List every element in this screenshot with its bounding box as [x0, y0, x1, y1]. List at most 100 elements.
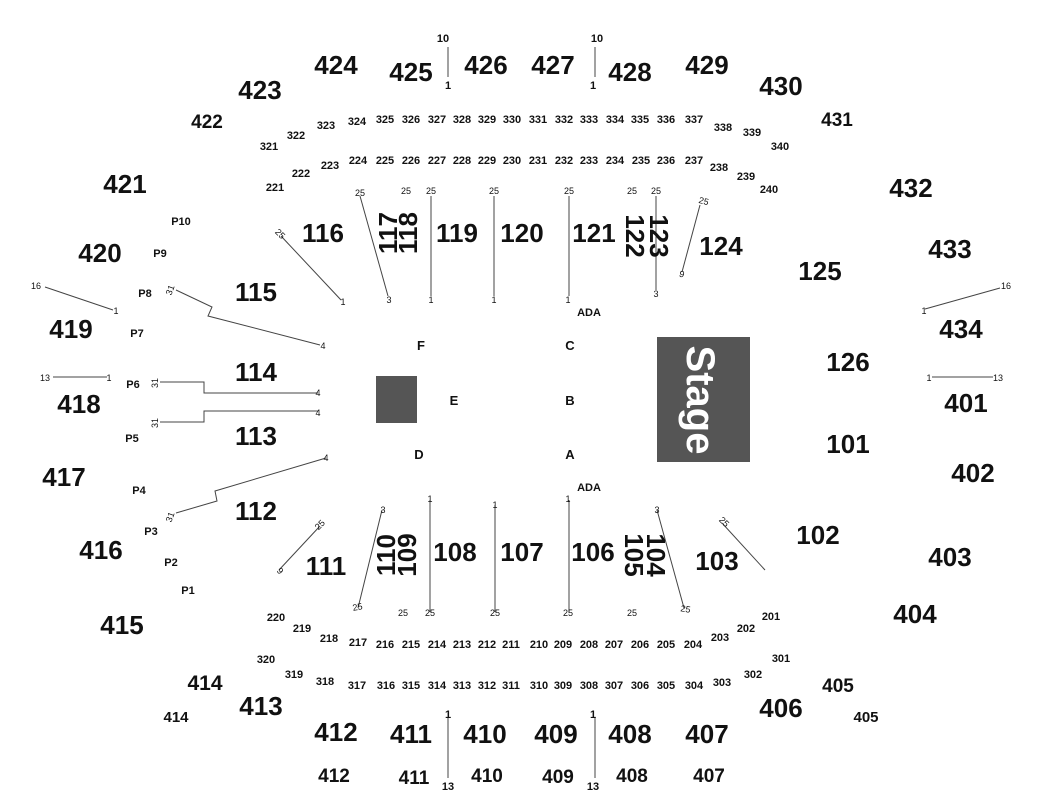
- section-107[interactable]: 107: [500, 537, 543, 567]
- section-414-lower[interactable]: 414: [163, 709, 189, 726]
- section-318[interactable]: 318: [316, 676, 334, 688]
- section-310[interactable]: 310: [530, 680, 548, 692]
- section-215[interactable]: 215: [402, 639, 420, 651]
- section-317[interactable]: 317: [348, 680, 366, 692]
- section-409-lower[interactable]: 409: [542, 767, 574, 788]
- floor-section-b[interactable]: B: [565, 393, 574, 408]
- section-206[interactable]: 206: [631, 639, 649, 651]
- section-211[interactable]: 211: [502, 639, 520, 651]
- section-337[interactable]: 337: [685, 114, 703, 126]
- section-321[interactable]: 321: [260, 141, 278, 153]
- section-120[interactable]: 120: [500, 218, 543, 248]
- section-309[interactable]: 309: [554, 680, 572, 692]
- section-204[interactable]: 204: [684, 639, 703, 651]
- section-430[interactable]: 430: [759, 71, 802, 101]
- section-222[interactable]: 222: [292, 168, 310, 180]
- section-405-lower[interactable]: 405: [853, 709, 878, 726]
- section-220[interactable]: 220: [267, 612, 285, 624]
- section-316[interactable]: 316: [377, 680, 395, 692]
- section-237[interactable]: 237: [685, 155, 703, 167]
- floor-section-d[interactable]: D: [414, 447, 423, 462]
- section-319[interactable]: 319: [285, 669, 303, 681]
- section-320[interactable]: 320: [257, 654, 275, 666]
- section-323[interactable]: 323: [317, 120, 335, 132]
- floor-section-f[interactable]: F: [417, 338, 425, 353]
- section-324[interactable]: 324: [348, 116, 367, 128]
- section-234[interactable]: 234: [606, 155, 625, 167]
- section-340[interactable]: 340: [771, 141, 789, 153]
- section-327[interactable]: 327: [428, 114, 446, 126]
- section-322[interactable]: 322: [287, 130, 305, 142]
- section-118[interactable]: 118: [393, 212, 423, 254]
- floor-section-c[interactable]: C: [565, 338, 575, 353]
- section-432[interactable]: 432: [889, 173, 932, 203]
- section-336[interactable]: 336: [657, 114, 675, 126]
- section-417[interactable]: 417: [42, 462, 85, 492]
- section-403[interactable]: 403: [928, 542, 971, 572]
- section-208[interactable]: 208: [580, 639, 598, 651]
- section-303[interactable]: 303: [713, 677, 731, 689]
- section-410[interactable]: 410: [463, 719, 506, 749]
- section-424[interactable]: 424: [314, 50, 358, 80]
- section-339[interactable]: 339: [743, 127, 761, 139]
- section-201[interactable]: 201: [762, 611, 780, 623]
- section-326[interactable]: 326: [402, 114, 420, 126]
- section-103[interactable]: 103: [695, 546, 738, 576]
- section-406[interactable]: 406: [759, 693, 802, 723]
- section-421[interactable]: 421: [103, 169, 146, 199]
- section-428[interactable]: 428: [608, 57, 651, 87]
- section-207[interactable]: 207: [605, 639, 623, 651]
- section-308[interactable]: 308: [580, 680, 598, 692]
- section-331[interactable]: 331: [529, 114, 547, 126]
- section-236[interactable]: 236: [657, 155, 675, 167]
- section-117[interactable]: 117: [373, 212, 403, 254]
- section-427[interactable]: 427: [531, 50, 574, 80]
- section-407-lower[interactable]: 407: [693, 766, 725, 787]
- section-115[interactable]: 115: [235, 277, 277, 307]
- section-419[interactable]: 419: [49, 314, 92, 344]
- floor-section-a[interactable]: A: [565, 447, 575, 462]
- section-332[interactable]: 332: [555, 114, 573, 126]
- stage-block[interactable]: [657, 337, 750, 462]
- section-210[interactable]: 210: [530, 639, 548, 651]
- section-313[interactable]: 313: [453, 680, 471, 692]
- section-333[interactable]: 333: [580, 114, 598, 126]
- section-230[interactable]: 230: [503, 155, 521, 167]
- section-214[interactable]: 214: [428, 639, 447, 651]
- section-101[interactable]: 101: [826, 429, 869, 459]
- section-409[interactable]: 409: [534, 719, 577, 749]
- section-105[interactable]: 105: [619, 533, 649, 576]
- section-114[interactable]: 114: [235, 357, 277, 387]
- section-102[interactable]: 102: [796, 520, 839, 550]
- section-426[interactable]: 426: [464, 50, 507, 80]
- section-106[interactable]: 106: [571, 537, 614, 567]
- section-412[interactable]: 412: [314, 717, 357, 747]
- section-329[interactable]: 329: [478, 114, 496, 126]
- section-325[interactable]: 325: [376, 114, 394, 126]
- section-113[interactable]: 113: [235, 421, 277, 451]
- section-413[interactable]: 413: [239, 691, 282, 721]
- section-420[interactable]: 420: [78, 238, 121, 268]
- pit-p9[interactable]: P9: [153, 248, 166, 260]
- section-306[interactable]: 306: [631, 680, 649, 692]
- section-407[interactable]: 407: [685, 719, 728, 749]
- section-231[interactable]: 231: [529, 155, 547, 167]
- section-205[interactable]: 205: [657, 639, 675, 651]
- section-328[interactable]: 328: [453, 114, 471, 126]
- pit-p7[interactable]: P7: [130, 328, 143, 340]
- section-416[interactable]: 416: [79, 535, 122, 565]
- section-408[interactable]: 408: [608, 719, 651, 749]
- section-223[interactable]: 223: [321, 160, 339, 172]
- section-224[interactable]: 224: [349, 155, 368, 167]
- section-411-lower[interactable]: 411: [399, 768, 430, 789]
- section-304[interactable]: 304: [685, 680, 704, 692]
- section-305[interactable]: 305: [657, 680, 675, 692]
- section-239[interactable]: 239: [737, 171, 755, 183]
- section-402[interactable]: 402: [951, 458, 994, 488]
- section-209[interactable]: 209: [554, 639, 572, 651]
- section-111[interactable]: 111: [306, 551, 347, 581]
- section-228[interactable]: 228: [453, 155, 471, 167]
- section-334[interactable]: 334: [606, 114, 625, 126]
- pit-p5[interactable]: P5: [125, 433, 138, 445]
- section-225[interactable]: 225: [376, 155, 394, 167]
